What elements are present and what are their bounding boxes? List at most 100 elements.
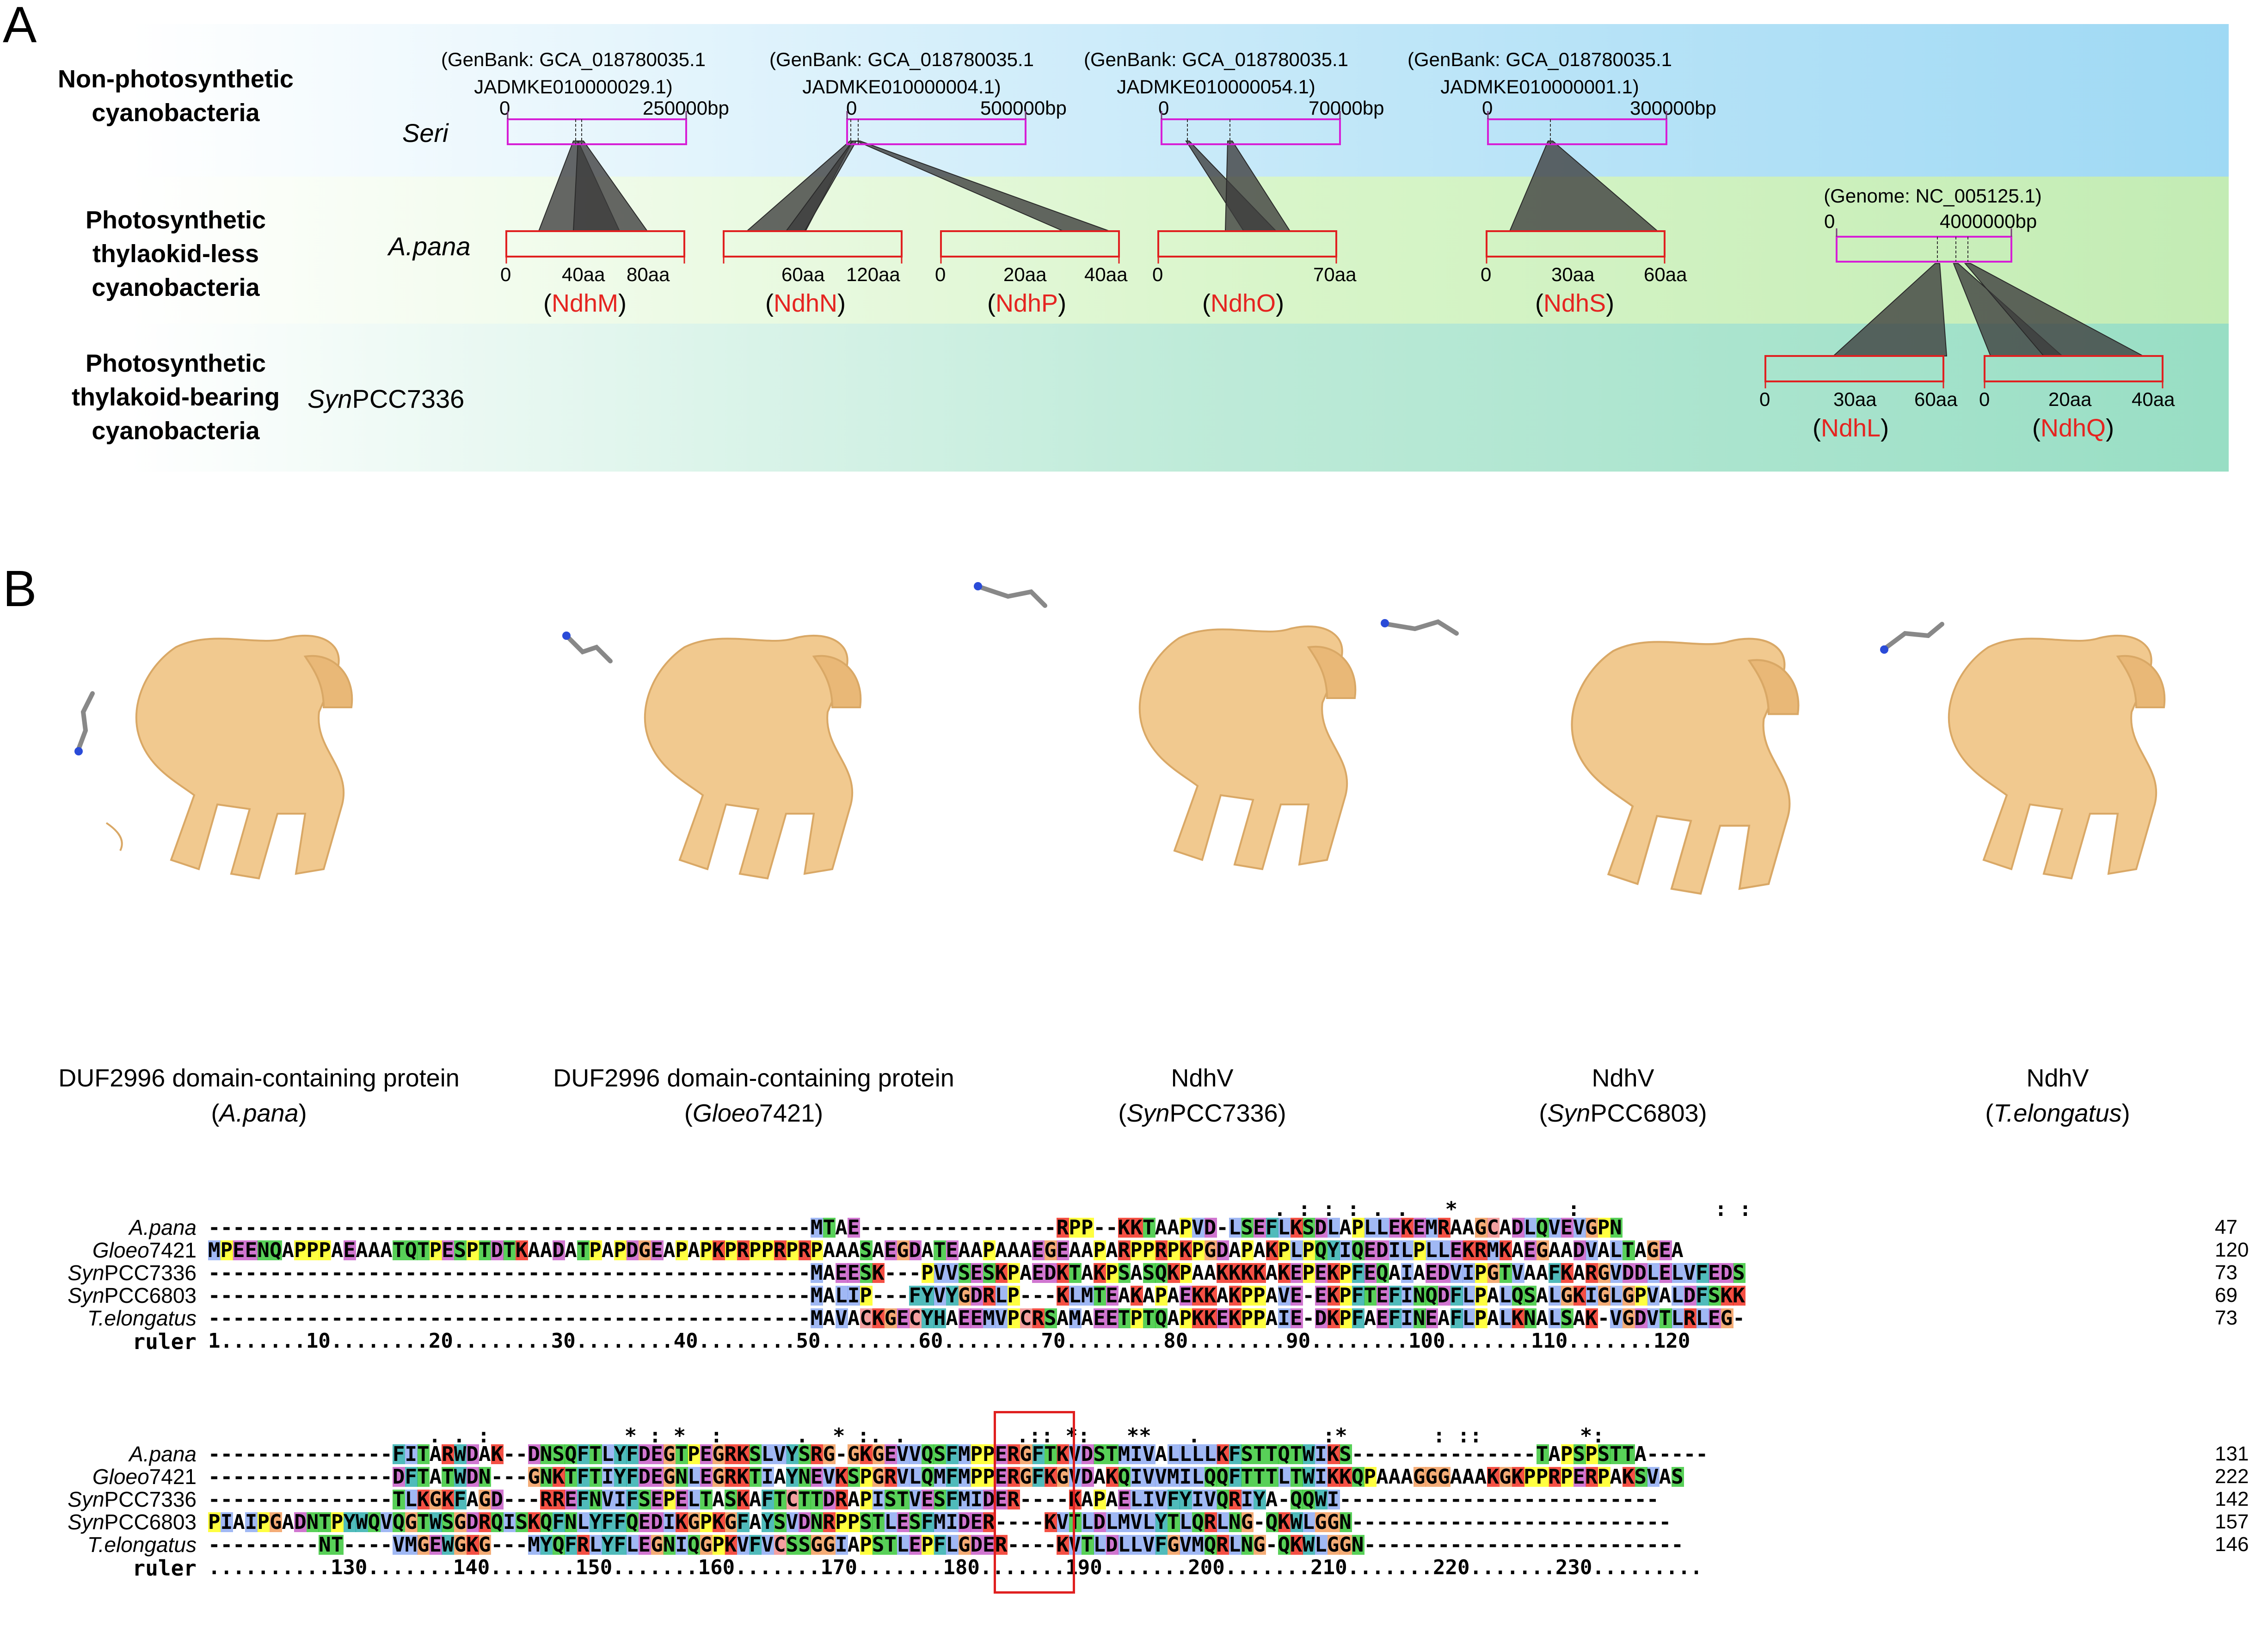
residue-cell: [1303, 1240, 1315, 1260]
residue-cell: [417, 1467, 430, 1487]
residue-cell: [774, 1490, 787, 1509]
residue-cell: [1389, 1218, 1401, 1238]
residue-cell: [1143, 1467, 1156, 1487]
residue-cell: [589, 1512, 602, 1532]
residue-cell: [1635, 1467, 1647, 1487]
residue-cell: [835, 1308, 848, 1328]
residue-cell: [737, 1444, 750, 1464]
sidechain-4: [1385, 619, 1459, 636]
residue-cell: [368, 1512, 381, 1532]
residue-cell: [1672, 1286, 1684, 1306]
residue-cell: [257, 1240, 270, 1260]
residue-cell: [860, 1444, 873, 1464]
residue-cell: [1573, 1218, 1586, 1238]
residue-cell: [1155, 1490, 1168, 1509]
residue-cell: [454, 1490, 467, 1509]
residue-cell: [860, 1467, 873, 1487]
residue-cell: [1610, 1218, 1623, 1238]
structure-synpcc7336: [1138, 625, 1357, 871]
residue-cell: [602, 1444, 615, 1464]
alignment-position-number: 73: [2215, 1261, 2237, 1284]
residue-cell: [762, 1240, 774, 1260]
residue-cell: [1475, 1218, 1487, 1238]
protein-box-ndhs: [1486, 230, 1666, 258]
residue-cell: [639, 1240, 651, 1260]
residue-cell: [405, 1444, 418, 1464]
residue-cell: [1020, 1308, 1033, 1328]
residue-cell: [946, 1444, 959, 1464]
residue-cell: [811, 1218, 824, 1238]
residue-cell: [1131, 1535, 1143, 1555]
residue-cell: [1721, 1286, 1733, 1306]
ndhl-tick-1: 30aa: [1833, 388, 1877, 410]
residue-cell: [921, 1512, 934, 1532]
residue-cell: [1118, 1535, 1131, 1555]
genome-5-end: 4000000bp: [1940, 210, 2037, 232]
residue-cell: [885, 1512, 897, 1532]
residue-cell: [1450, 1286, 1463, 1306]
residue-cell: [1733, 1263, 1746, 1283]
residue-cell: [614, 1535, 627, 1555]
residue-cell: [688, 1444, 701, 1464]
residue-cell: [1217, 1467, 1229, 1487]
residue-cell: [1598, 1263, 1610, 1283]
residue-cell: [1290, 1286, 1303, 1306]
residue-cell: [1057, 1218, 1069, 1238]
residue-cell: [1426, 1263, 1438, 1283]
protein-name-ndho: (NdhO): [1202, 289, 1285, 317]
residue-cell: [1008, 1263, 1020, 1283]
residue-cell: [749, 1240, 762, 1260]
alignment-species-plain: 7421: [149, 1238, 197, 1262]
residue-cell: [798, 1240, 811, 1260]
residue-cell: [688, 1490, 701, 1509]
residue-cell: [1463, 1263, 1475, 1283]
residue-cell: [1131, 1286, 1143, 1306]
alignment-species-italic: Syn: [68, 1283, 104, 1307]
alignment-sequence-row: PIAIPGADNTPYWQVQGTWSGDRQISKQFNLYFFQEDIKG…: [208, 1510, 1671, 1534]
residue-cell: [1180, 1535, 1192, 1555]
residue-cell: [1044, 1512, 1057, 1532]
alignment-species-name: A.pana: [0, 1215, 197, 1240]
residue-cell: [1315, 1286, 1328, 1306]
residue-cell: [1081, 1286, 1094, 1306]
residue-cell: [688, 1512, 701, 1532]
ruler-label: ruler: [132, 1556, 197, 1581]
residue-cell: [712, 1240, 725, 1260]
alignment-sequence-text: ----------------------------------------…: [208, 1261, 1745, 1285]
residue-cell: [774, 1444, 787, 1464]
alignment-species-italic: Gloeo: [92, 1238, 149, 1262]
residue-cell: [1167, 1240, 1180, 1260]
residue-cell: [552, 1490, 565, 1509]
ndhl-tick-0: 0: [1759, 388, 1770, 410]
residue-cell: [1290, 1444, 1303, 1464]
residue-cell: [1143, 1240, 1156, 1260]
residue-cell: [1340, 1512, 1352, 1532]
residue-cell: [1241, 1286, 1254, 1306]
residue-cell: [1204, 1240, 1217, 1260]
residue-cell: [1131, 1467, 1143, 1487]
residue-cell: [811, 1286, 824, 1306]
residue-cell: [1192, 1535, 1205, 1555]
residue-cell: [417, 1490, 430, 1509]
ndhq-tick-1: 20aa: [2048, 388, 2092, 410]
alignment-species-name: SynPCC7336: [0, 1487, 197, 1512]
residue-cell: [1217, 1263, 1229, 1283]
residue-cell: [1709, 1286, 1721, 1306]
residue-cell: [860, 1308, 873, 1328]
residue-cell: [1647, 1263, 1660, 1283]
residue-cell: [909, 1490, 922, 1509]
residue-cell: [909, 1308, 922, 1328]
residue-cell: [1426, 1218, 1438, 1238]
residue-cell: [1635, 1263, 1647, 1283]
alignment-sequence-row: ----------------------------------------…: [208, 1261, 1745, 1285]
residue-cell: [1217, 1308, 1229, 1328]
residue-cell: [1155, 1240, 1168, 1260]
residue-cell: [725, 1535, 738, 1555]
residue-cell: [491, 1490, 504, 1509]
residue-cell: [1192, 1512, 1205, 1532]
residue-cell: [577, 1444, 590, 1464]
ndhm-tick-2: 80aa: [627, 264, 670, 285]
protein-box-ndhp: [940, 230, 1120, 258]
residue-cell: [1463, 1286, 1475, 1306]
ndhq-tick-0: 0: [1979, 388, 1990, 410]
